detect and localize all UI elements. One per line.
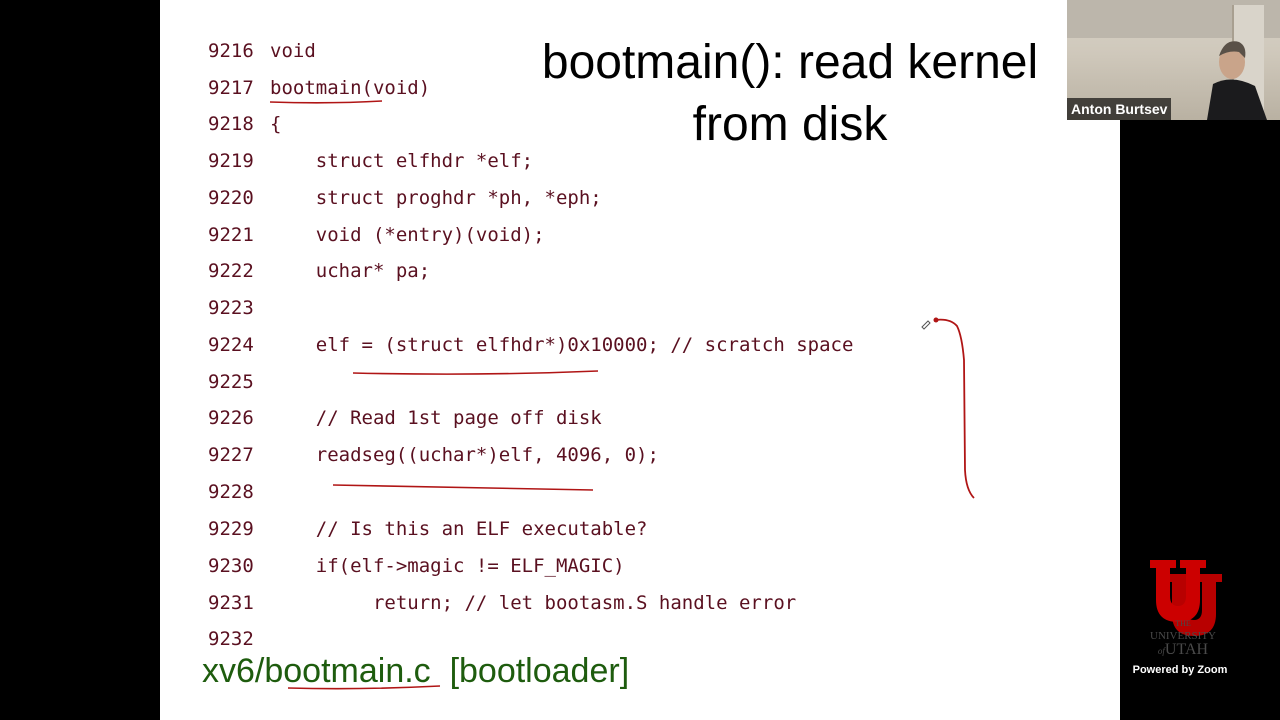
- line-number: 9217: [208, 77, 254, 99]
- university-logo: [1150, 560, 1222, 636]
- code-line: 9216 void: [208, 36, 316, 66]
- slide-title-line1: bootmain(): read kernel: [541, 36, 1039, 89]
- slide-title: bootmain(): read kernel from disk: [510, 32, 1070, 156]
- code-line: 9228: [208, 477, 270, 507]
- code-line: 9232: [208, 624, 270, 654]
- code-text: elf = (struct elfhdr*)0x10000; // scratc…: [270, 334, 854, 356]
- wordmark-of: of: [1157, 646, 1165, 656]
- wordmark-utah: UTAH: [1164, 641, 1209, 658]
- code-line: 9223: [208, 293, 270, 323]
- participant-figure: [1207, 41, 1267, 120]
- participant-video-tile[interactable]: Anton Burtsev: [1067, 0, 1280, 120]
- line-number: 9223: [208, 297, 254, 319]
- line-number: 9218: [208, 113, 254, 135]
- line-number: 9231: [208, 592, 254, 614]
- line-number: 9220: [208, 187, 254, 209]
- participant-name-tag: Anton Burtsev: [1067, 98, 1172, 120]
- university-wordmark: THE UNIVERSITY ofUTAH: [1138, 618, 1228, 659]
- code-text: return; // let bootasm.S handle error: [270, 592, 797, 614]
- code-text: struct elfhdr *elf;: [270, 150, 534, 172]
- code-line: 9222 uchar* pa;: [208, 256, 430, 286]
- code-text: // Is this an ELF executable?: [270, 518, 648, 540]
- code-line: 9220 struct proghdr *ph, *eph;: [208, 183, 602, 213]
- code-line: 9221 void (*entry)(void);: [208, 220, 545, 250]
- wordmark-university: UNIVERSITY: [1150, 630, 1216, 642]
- line-number: 9228: [208, 481, 254, 503]
- code-text: uchar* pa;: [270, 260, 431, 282]
- powered-by-zoom: Powered by Zoom: [1132, 664, 1228, 676]
- code-text: void: [270, 40, 316, 62]
- line-number: 9219: [208, 150, 254, 172]
- underline-elf-assign: [352, 370, 599, 375]
- slide-title-line2: from disk: [692, 98, 888, 151]
- code-line: 9224 elf = (struct elfhdr*)0x10000; // s…: [208, 330, 853, 360]
- line-number: 9224: [208, 334, 254, 356]
- line-number: 9221: [208, 224, 254, 246]
- code-text: void (*entry)(void);: [270, 224, 545, 246]
- slide-footer: xv6/bootmain.c [bootloader]: [202, 652, 630, 690]
- line-number: 9227: [208, 444, 254, 466]
- line-number: 9226: [208, 407, 254, 429]
- code-text: {: [270, 113, 282, 135]
- pen-cursor-icon: [921, 320, 931, 330]
- code-text: struct proghdr *ph, *eph;: [270, 187, 602, 209]
- line-number: 9232: [208, 628, 254, 650]
- code-text: readseg((uchar*)elf, 4096, 0);: [270, 444, 659, 466]
- code-line: 9225: [208, 367, 270, 397]
- wordmark-the: THE: [1175, 619, 1191, 628]
- code-line: 9231 return; // let bootasm.S handle err…: [208, 588, 796, 618]
- presentation-slide: 9216 void 9217 bootmain(void) 9218 { 9219 s…: [160, 0, 1120, 720]
- code-line: 9226 // Read 1st page off disk: [208, 403, 602, 433]
- code-line: 9218 {: [208, 109, 281, 139]
- code-text: // Read 1st page off disk: [270, 407, 602, 429]
- line-number: 9216: [208, 40, 254, 62]
- code-line: 9229 // Is this an ELF executable?: [208, 514, 648, 544]
- bracket-arrow: [934, 318, 975, 499]
- code-line: 9230 if(elf->magic != ELF_MAGIC): [208, 551, 625, 581]
- code-line: 9217 bootmain(void): [208, 73, 430, 103]
- code-text: if(elf->magic != ELF_MAGIC): [270, 555, 625, 577]
- line-number: 9230: [208, 555, 254, 577]
- line-number: 9222: [208, 260, 254, 282]
- code-text: bootmain(void): [270, 77, 431, 99]
- line-number: 9225: [208, 371, 254, 393]
- line-number: 9229: [208, 518, 254, 540]
- underline-readseg: [332, 484, 594, 491]
- code-line: 9227 readseg((uchar*)elf, 4096, 0);: [208, 440, 659, 470]
- code-line: 9219 struct elfhdr *elf;: [208, 146, 533, 176]
- bracket-arrow-head: [933, 317, 939, 323]
